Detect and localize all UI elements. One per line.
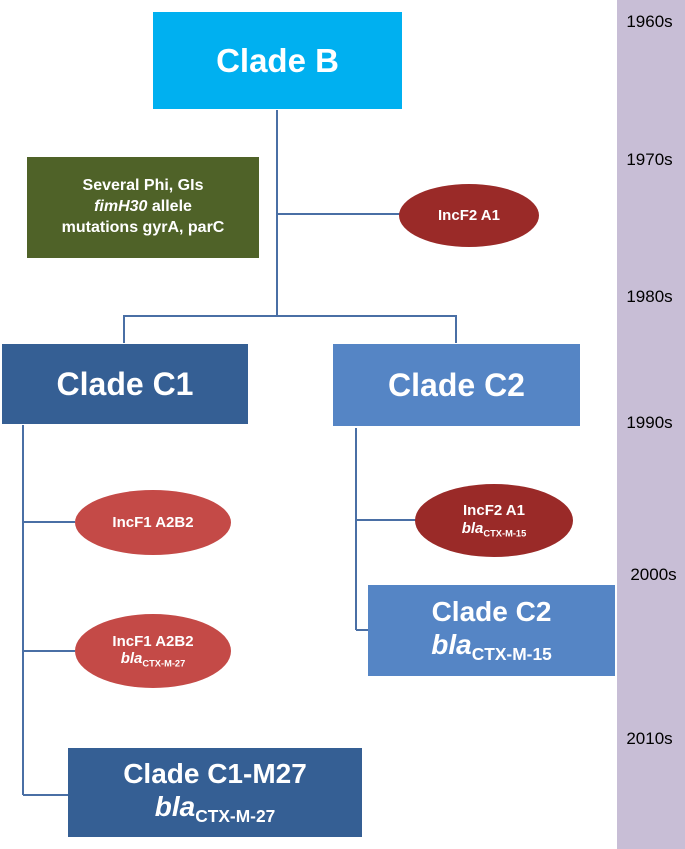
acquisitions-box: Several Phi, GIs fimH30 allele mutations… <box>27 157 259 258</box>
allele-word: allele <box>147 198 192 216</box>
clade-c1-label: Clade C1 <box>56 365 194 402</box>
gene-subscript: CTX-M-15 <box>483 527 527 538</box>
clade-c2-ctx-label: Clade C2 <box>431 596 552 628</box>
gene-subscript: CTX-M-27 <box>142 658 186 669</box>
decade-label-1970s: 1970s <box>626 150 673 169</box>
gene-bla: bla <box>154 790 196 822</box>
plasmid-incf1-a2b2-ctx-m-27: IncF1 A2B2 blaCTX-M-27 <box>75 614 231 688</box>
gene-subscript: CTX-M-27 <box>195 805 276 826</box>
plasmid-incf2-a1-c2-gene: blaCTX-M-15 <box>462 520 527 539</box>
timeline-bar <box>617 0 685 849</box>
plasmid-incf1-a2b2: IncF1 A2B2 <box>75 490 231 555</box>
clade-b-label: Clade B <box>216 41 339 79</box>
clade-c1-m27-box: Clade C1-M27 blaCTX-M-27 <box>68 748 362 837</box>
clade-c1-box: Clade C1 <box>2 344 248 424</box>
acquisitions-line-1: Several Phi, GIs <box>82 177 204 195</box>
clade-c2-label: Clade C2 <box>388 366 525 403</box>
gene-bla: bla <box>431 628 472 660</box>
acquisitions-line-3: mutations gyrA, parC <box>61 218 225 236</box>
plasmid-incf2-a1-c2-label: IncF2 A1 <box>463 502 525 520</box>
clade-b-box: Clade B <box>153 12 402 109</box>
clade-c2-ctx-gene: blaCTX-M-15 <box>431 629 552 665</box>
plasmid-incf2-a1-top-label: IncF2 A1 <box>438 206 500 224</box>
decade-label-2000s: 2000s <box>630 565 677 584</box>
decade-label-2010s: 2010s <box>626 729 673 748</box>
plasmid-incf1-a2b2-label: IncF1 A2B2 <box>112 513 194 531</box>
acquisitions-line-2: fimH30 allele <box>94 197 192 218</box>
plasmid-incf1-a2b2-m27-label: IncF1 A2B2 <box>112 632 194 650</box>
fimh30-allele-name: fimH30 <box>94 198 148 216</box>
clade-c2-ctx-m-15-box: Clade C2 blaCTX-M-15 <box>368 585 615 676</box>
plasmid-incf2-a1-ctx-m-15: IncF2 A1 blaCTX-M-15 <box>415 484 573 557</box>
gene-bla: bla <box>120 650 143 668</box>
plasmid-incf2-a1-top: IncF2 A1 <box>399 184 539 247</box>
clade-c2-box: Clade C2 <box>333 344 580 426</box>
decade-label-1960s: 1960s <box>626 12 673 31</box>
gene-subscript: CTX-M-15 <box>471 643 552 664</box>
connector-split-c1-c2 <box>123 315 457 343</box>
clade-c1-m27-label: Clade C1-M27 <box>123 758 307 790</box>
decade-label-1980s: 1980s <box>626 287 673 306</box>
gene-bla: bla <box>461 519 484 537</box>
decade-label-1990s: 1990s <box>626 413 673 432</box>
plasmid-incf1-a2b2-m27-gene: blaCTX-M-27 <box>121 650 186 669</box>
clade-c1-m27-gene: blaCTX-M-27 <box>155 791 276 827</box>
